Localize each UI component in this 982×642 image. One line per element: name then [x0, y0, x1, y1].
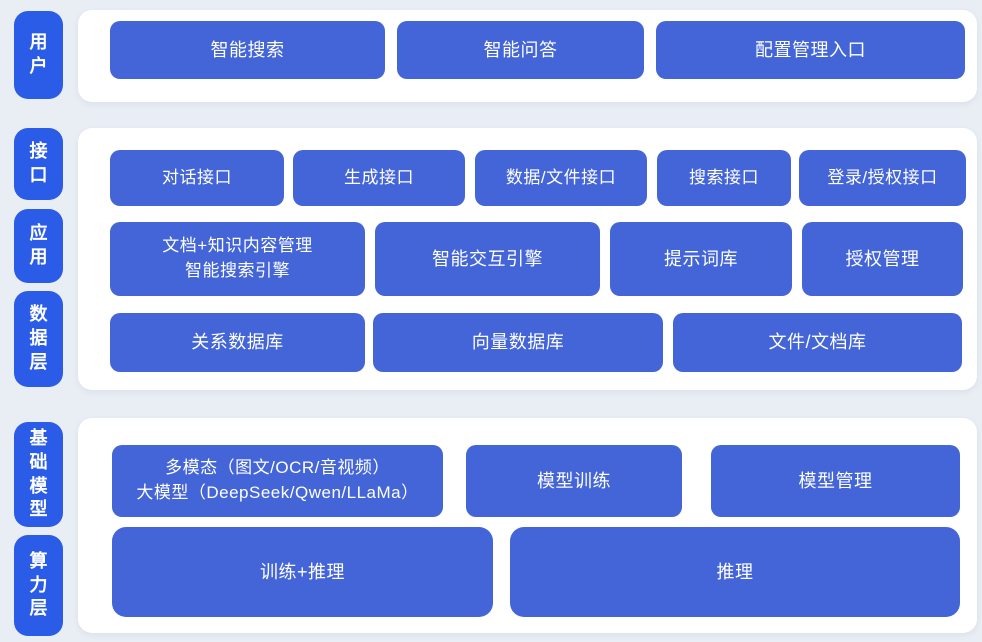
box-doc-knowledge-mgmt: 文档+知识内容管理 智能搜索引擎 — [110, 222, 365, 296]
box-interactive-engine-label: 智能交互引擎 — [432, 248, 543, 269]
box-auth-mgmt: 授权管理 — [802, 222, 963, 296]
box-smart-qa-label: 智能问答 — [483, 39, 558, 60]
box-search-api: 搜索接口 — [657, 150, 791, 206]
box-data-file-api: 数据/文件接口 — [475, 150, 647, 206]
pill-interface: 接口 — [14, 128, 63, 200]
box-multimodal-llm-label-line1: 多模态（图文/OCR/音视频） — [165, 458, 390, 478]
box-file-doc-library-label: 文件/文档库 — [768, 332, 867, 353]
box-doc-knowledge-mgmt-label-line2: 智能搜索引擎 — [185, 261, 290, 280]
box-prompt-library: 提示词库 — [610, 222, 792, 296]
box-prompt-library-label: 提示词库 — [664, 248, 738, 269]
box-data-file-api-label: 数据/文件接口 — [505, 167, 617, 187]
box-file-doc-library: 文件/文档库 — [673, 313, 962, 372]
box-model-training: 模型训练 — [466, 445, 682, 517]
box-login-auth-api-label: 登录/授权接口 — [827, 167, 938, 187]
box-model-mgmt: 模型管理 — [711, 445, 960, 517]
box-dialog-api-label: 对话接口 — [162, 167, 232, 187]
box-multimodal-llm: 多模态（图文/OCR/音视频） 大模型（DeepSeek/Qwen/LLaMa） — [112, 445, 443, 517]
box-smart-qa: 智能问答 — [397, 21, 644, 79]
box-doc-knowledge-mgmt-label-line1: 文档+知识内容管理 — [162, 236, 313, 256]
pill-foundation-model: 基础模型 — [14, 422, 63, 527]
pill-compute-layer-label: 算力层 — [29, 550, 48, 619]
pill-application-label: 应用 — [29, 223, 48, 267]
box-model-mgmt-label: 模型管理 — [798, 470, 873, 491]
pill-data-layer-label: 数据层 — [29, 304, 48, 372]
pill-user-label: 用户 — [29, 32, 48, 76]
box-interactive-engine: 智能交互引擎 — [375, 222, 600, 296]
box-config-entry: 配置管理入口 — [656, 21, 965, 79]
box-smart-search-label: 智能搜索 — [210, 39, 285, 60]
box-inference-label: 推理 — [716, 561, 754, 582]
box-relational-db-label: 关系数据库 — [191, 332, 284, 353]
pill-user: 用户 — [14, 11, 63, 99]
box-login-auth-api: 登录/授权接口 — [799, 150, 966, 206]
box-generation-api: 生成接口 — [293, 150, 465, 206]
box-inference: 推理 — [510, 527, 960, 617]
box-search-api-label: 搜索接口 — [689, 167, 759, 187]
pill-data-layer: 数据层 — [14, 291, 63, 387]
box-vector-db-label: 向量数据库 — [471, 332, 565, 353]
box-generation-api-label: 生成接口 — [344, 167, 414, 187]
pill-compute-layer: 算力层 — [14, 535, 63, 636]
box-multimodal-llm-label-line2: 大模型（DeepSeek/Qwen/LLaMa） — [136, 483, 419, 502]
box-relational-db: 关系数据库 — [110, 313, 365, 372]
box-dialog-api: 对话接口 — [110, 150, 284, 206]
box-training-inference: 训练+推理 — [112, 527, 493, 617]
box-training-inference-label: 训练+推理 — [259, 561, 345, 582]
pill-foundation-model-label: 基础模型 — [29, 428, 48, 520]
pill-application: 应用 — [14, 209, 63, 283]
box-config-entry-label: 配置管理入口 — [755, 39, 866, 60]
box-auth-mgmt-label: 授权管理 — [845, 248, 920, 269]
box-smart-search: 智能搜索 — [110, 21, 385, 79]
box-vector-db: 向量数据库 — [373, 313, 663, 372]
pill-interface-label: 接口 — [29, 141, 48, 185]
box-model-training-label: 模型训练 — [537, 470, 611, 491]
